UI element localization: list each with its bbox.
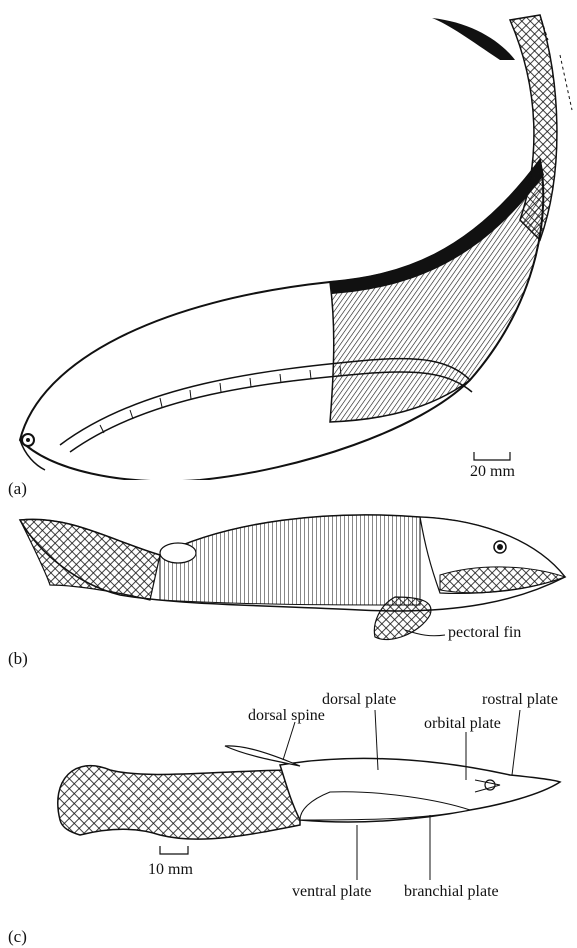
panel-a: 20 mm xyxy=(0,0,577,480)
scale-bar-a xyxy=(474,452,510,460)
label-ventral-plate: ventral plate xyxy=(292,884,372,900)
label-dorsal-plate: dorsal plate xyxy=(322,692,396,708)
panel-b: pectoral fin xyxy=(0,505,577,645)
scale-bar-label-a: 20 mm xyxy=(470,464,515,480)
scale-bar-c xyxy=(160,846,188,854)
fossil-fish-illustration-a xyxy=(0,0,577,480)
scale-bar-label-c: 10 mm xyxy=(148,862,193,878)
panel-c: dorsal spine dorsal plate orbital plate … xyxy=(0,660,577,948)
label-orbital-plate: orbital plate xyxy=(424,716,501,732)
panel-label-a: (a) xyxy=(8,480,27,497)
panel-label-c: (c) xyxy=(8,928,27,945)
label-branchial-plate: branchial plate xyxy=(404,884,499,900)
label-dorsal-spine: dorsal spine xyxy=(248,708,325,724)
label-pectoral-fin: pectoral fin xyxy=(448,625,521,641)
label-rostral-plate: rostral plate xyxy=(482,692,558,708)
